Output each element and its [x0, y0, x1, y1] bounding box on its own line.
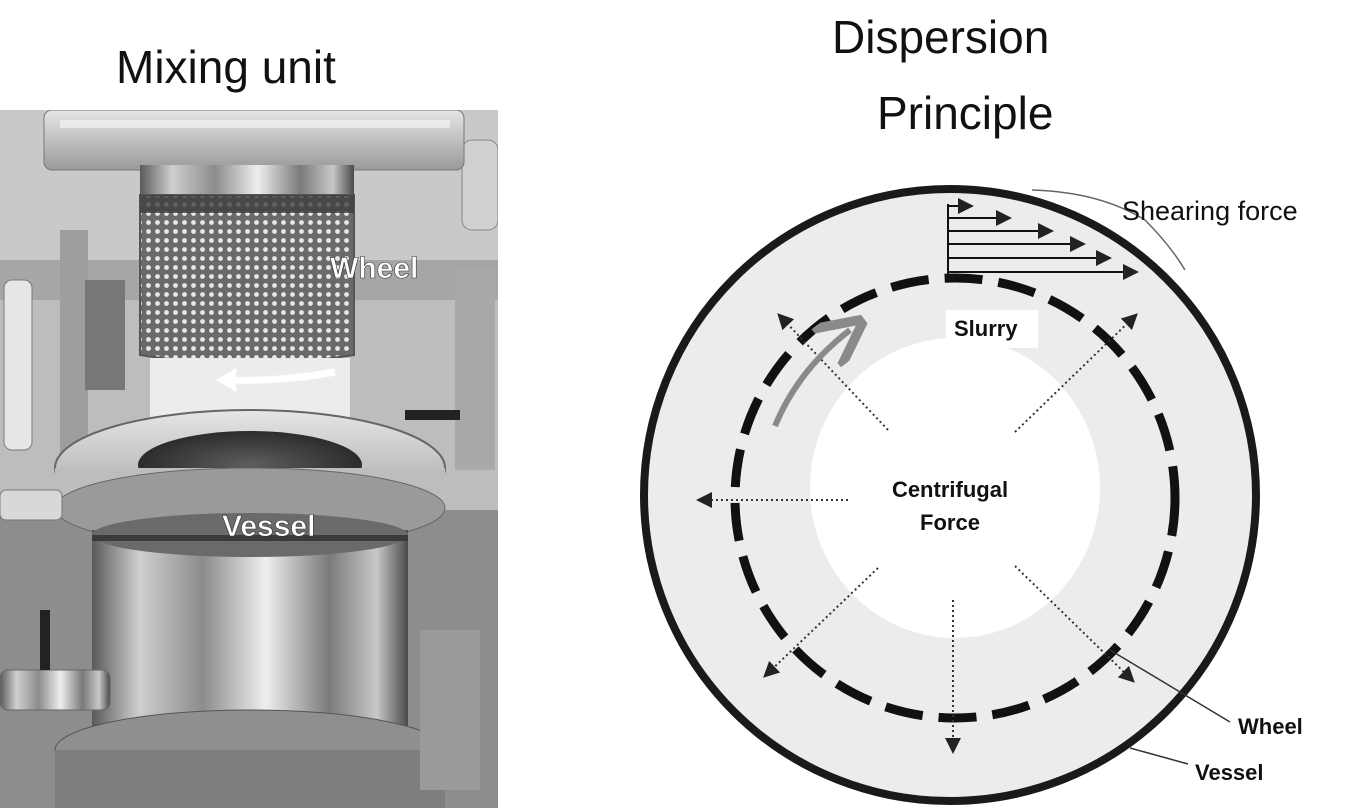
rotation-arrow — [772, 330, 850, 428]
mixing-unit-title: Mixing unit — [116, 41, 336, 93]
dispersion-diagram: Shearing force Slurry Centrifugal Force … — [630, 170, 1360, 808]
centrifugal-arrows — [696, 313, 1138, 754]
shearing-force-arrows — [947, 198, 1139, 280]
shearing-force-brace — [1031, 189, 1186, 271]
photo-vessel-label: Vessel — [222, 510, 315, 543]
shearing-force-label: Shearing force — [1122, 196, 1298, 226]
mixing-unit-photo: Wheel Vessel — [0, 110, 498, 808]
vessel-pointer-line — [1129, 747, 1189, 765]
wheel-label: Wheel — [1238, 714, 1303, 739]
dispersion-title-line2: Principle — [877, 87, 1054, 139]
centrifugal-label-line2: Force — [920, 510, 980, 535]
dispersion-title-line1: Dispersion — [832, 11, 1050, 63]
vessel-label: Vessel — [1195, 760, 1264, 785]
photo-wheel-label: Wheel — [330, 252, 418, 285]
wheel-dashed-circle — [730, 273, 1180, 723]
wheel-pointer-line — [1109, 649, 1231, 723]
slurry-label: Slurry — [954, 316, 1018, 341]
centrifugal-label-line1: Centrifugal — [892, 477, 1008, 502]
inner-zone — [810, 338, 1100, 638]
